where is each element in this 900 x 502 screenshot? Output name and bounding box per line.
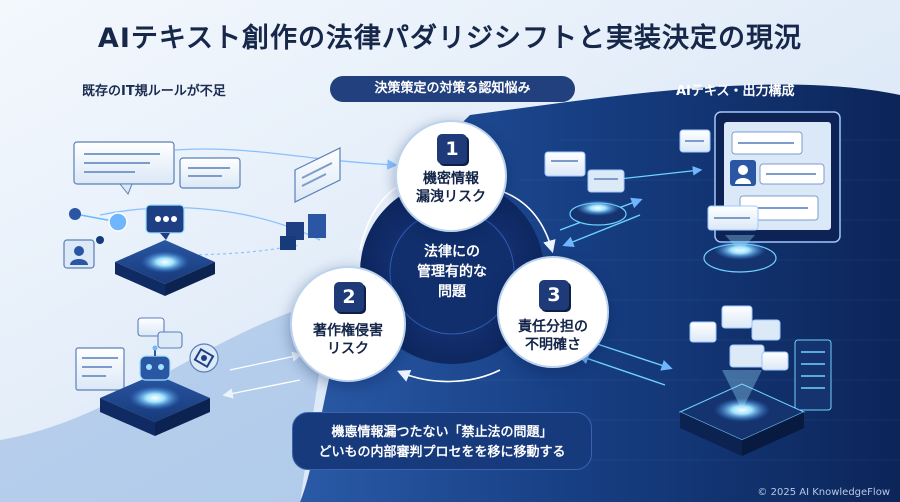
block-icon	[280, 214, 326, 250]
center-label: 法律にの 管理有的な 問題	[397, 242, 507, 306]
bottom-pill-line1: 機㥁情報漏つたない「禁止法の問題」	[331, 425, 553, 440]
platform-icon	[569, 200, 627, 226]
robot-icon	[139, 345, 171, 381]
top-pill: 決策策定の対策る認知悩み	[330, 76, 575, 102]
chat-bubble-icon	[689, 305, 789, 371]
right-section-label: AIテキス・出力構成	[676, 84, 795, 99]
node-label-line1: 責任分担の	[518, 319, 588, 335]
chat-bubble-icon	[679, 129, 711, 153]
cycle-arrow-3-to-2	[397, 369, 501, 383]
node-label-line1: 機密情報	[423, 171, 479, 187]
center-label-line1: 法律にの	[424, 244, 480, 260]
node-copyright-infringement: 2 著作権侵害 リスク	[290, 266, 406, 382]
chat-window-icon	[73, 141, 175, 195]
flow-arrow	[562, 214, 641, 248]
chat-bubble-icon	[294, 147, 341, 203]
bottom-pill: 機㥁情報漏つたない「禁止法の問題」 どいもの内部審判プロセをを移に移動する	[292, 412, 592, 470]
platform-icon	[115, 204, 215, 296]
chat-bubble-icon	[544, 151, 625, 193]
center-label-line3: 問題	[438, 284, 466, 300]
node-number-badge: 3	[539, 280, 569, 310]
node-label-line1: 著作権侵害	[313, 323, 383, 339]
flow-arrow	[222, 379, 301, 399]
chat-bubble-icon	[179, 157, 241, 189]
bottom-pill-line2: どいもの内部審判プロセをを移に移動する	[318, 445, 566, 460]
node-confidential-leak: 1 機密情報 漏洩リスク	[395, 120, 507, 232]
page-title: AIテキスト創作の法律パダリジシフトと実装決定の現況	[97, 23, 803, 54]
flow-line	[174, 148, 398, 170]
platform-icon	[100, 374, 210, 436]
node-number-badge: 2	[334, 282, 364, 312]
copyright-text: © 2025 AI KnowledgeFlow	[757, 487, 890, 498]
center-label-line2: 管理有的な	[417, 264, 487, 280]
node-label-line2: 漏洩リスク	[416, 189, 486, 205]
openai-logo-icon	[189, 343, 219, 373]
cycle-arrow-1-to-3	[497, 189, 556, 254]
flow-arrow	[609, 166, 703, 181]
chat-bubble-icon	[137, 317, 183, 349]
flow-arrow	[584, 339, 673, 371]
platform-icon	[678, 383, 806, 456]
network-icon	[69, 208, 128, 244]
node-label-line2: リスク	[327, 341, 369, 357]
left-section-label: 既存のIT規ルールが不足	[82, 84, 226, 99]
node-responsibility-unclear: 3 責任分担の 不明確さ	[497, 256, 609, 368]
node-label-line2: 不明確さ	[525, 337, 581, 353]
user-icon	[63, 239, 95, 269]
node-number-badge: 1	[437, 134, 467, 164]
platform-icon	[703, 205, 777, 273]
server-icon	[794, 339, 832, 411]
chat-window-icon	[75, 347, 125, 391]
glow-beam	[722, 235, 762, 410]
flow-arrow	[229, 351, 303, 371]
flow-arrow	[577, 353, 666, 386]
